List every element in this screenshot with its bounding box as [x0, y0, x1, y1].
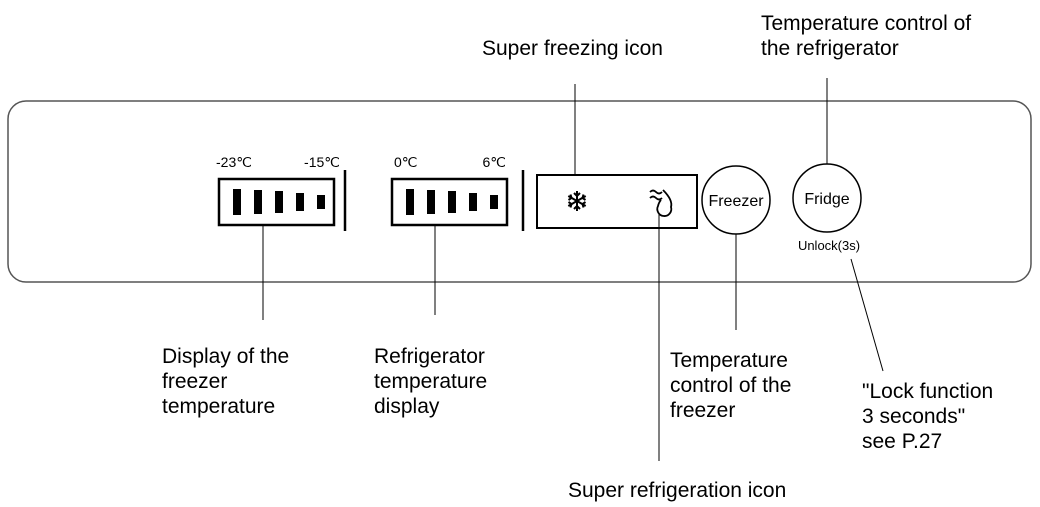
level-bar: [406, 189, 414, 215]
callout-line: "Lock function: [862, 380, 994, 403]
callout-fridge-temp-control: Temperature control of the refrigerator: [761, 11, 971, 61]
callout-super-refrigeration-icon: Super refrigeration icon: [568, 479, 787, 502]
callout-super-freezing-icon: Super freezing icon: [482, 37, 663, 60]
callout-line: see P.27: [862, 430, 943, 453]
fridge-button-label: Fridge: [804, 191, 849, 208]
callout-lock-function: "Lock function 3 seconds" see P.27: [862, 379, 993, 454]
callout-line: display: [374, 395, 440, 418]
callout-freezer-temp-display: Display of the freezer temperature: [162, 344, 289, 419]
level-bar: [469, 193, 477, 211]
fridge-max-label: 6℃: [482, 154, 506, 170]
callout-line: freezer: [670, 399, 736, 422]
leader-lines: [262, 78, 884, 461]
callout-line: Refrigerator: [374, 345, 485, 368]
freezer-temp-display: -23℃ -15℃: [216, 154, 340, 227]
callout-fridge-temp-display: Refrigerator temperature display: [374, 344, 487, 419]
callout-line: Temperature: [670, 349, 788, 372]
level-bar: [275, 191, 283, 213]
freezer-button-label: Freezer: [708, 193, 764, 210]
level-bar: [448, 191, 456, 213]
level-bar: [490, 195, 498, 209]
fridge-drop-icon: [649, 189, 673, 217]
fridge-temp-display: 0℃ 6℃: [390, 154, 509, 227]
snowflake-icon: [567, 191, 587, 211]
freezer-display-frame: [217, 177, 336, 227]
super-mode-icon-box: [536, 174, 698, 229]
level-bar: [427, 190, 435, 214]
callout-line: temperature: [374, 370, 488, 393]
callout-line: freezer: [162, 370, 228, 393]
fridge-min-label: 0℃: [394, 154, 418, 170]
callout-line: Temperature control of: [761, 12, 972, 35]
freezer-min-label: -23℃: [216, 154, 252, 170]
level-bar: [296, 193, 304, 211]
callout-line: control of the: [670, 374, 792, 397]
unlock-label: Unlock(3s): [798, 238, 860, 253]
fridge-display-frame: [390, 177, 509, 227]
callout-line: Display of the: [162, 345, 290, 368]
freezer-max-label: -15℃: [304, 154, 340, 170]
freezer-bars: [233, 189, 325, 215]
callout-line: 3 seconds": [862, 405, 966, 428]
fridge-button[interactable]: Fridge: [792, 163, 862, 233]
level-bar: [254, 190, 262, 214]
level-bar: [233, 189, 241, 215]
callout-line: the refrigerator: [761, 37, 899, 60]
level-bar: [317, 195, 325, 209]
callout-line: temperature: [162, 395, 276, 418]
panel-outline: [7, 100, 1032, 283]
freezer-button[interactable]: Freezer: [701, 165, 771, 235]
fridge-bars: [406, 189, 498, 215]
callout-freezer-temp-control: Temperature control of the freezer: [670, 348, 791, 423]
